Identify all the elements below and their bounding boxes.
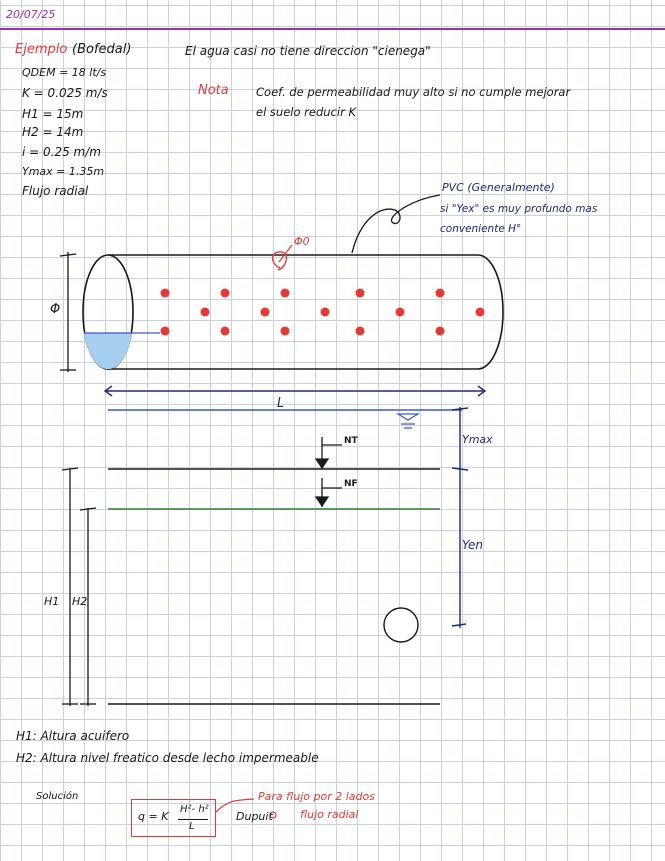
pipe [82,254,504,370]
example-title: Ejemplo [15,42,68,57]
date: 20/07/25 [6,8,56,21]
perforation [220,288,230,298]
nf-arrow [314,478,342,508]
length-dimension [103,385,487,397]
note-line-1: Coef. de permeabilidad muy alto si no cu… [256,85,571,99]
perforation [220,326,230,336]
hole-diameter-label: Φ0 [294,235,310,248]
annotation-radial: flujo radial [300,808,359,821]
nt-label: NT [344,436,358,446]
h2-dimension [79,507,97,706]
diameter-label: Φ [50,302,61,317]
formula-fraction-bar [178,819,208,820]
ymax-yen-dimension [451,407,469,628]
h2-label: H2 [72,595,88,608]
perforation [280,288,290,298]
ymax-label: Ymax [462,433,493,446]
definition-h2: H2: Altura nivel freatico desde lecho im… [16,751,319,765]
formula-method: Dupuit [236,810,273,823]
note-line-2: el suelo reducir K [256,105,357,119]
formula-numerator: H²- h² [180,804,209,815]
annotation-two-sides: Para flujo por 2 lados [258,790,375,803]
solution-label: Solución [36,791,79,802]
hole-callout [272,251,288,271]
perforation [260,307,270,317]
given-ymax: Ymax = 1.35m [22,165,105,178]
given-h1: H1 = 15m [22,107,84,121]
nf-label: NF [344,479,358,489]
perforations [160,288,485,336]
nt-arrow [314,437,342,470]
perforation [160,288,170,298]
h1-dimension [61,467,79,706]
perforation [160,326,170,336]
formula-box [131,799,216,837]
h1-label: H1 [44,595,60,608]
given-flow: Flujo radial [22,184,89,198]
pipe-note-line-3: conveniente H° [440,223,522,235]
perforation [355,326,365,336]
drain-section-circle [383,607,419,643]
length-label: L [277,396,285,411]
pipe-note-leader [351,194,441,254]
given-k: K = 0.025 m/s [22,86,108,100]
perforation [320,307,330,317]
example-remark: El agua casi no tiene direccion "cienega… [185,44,431,58]
water-fill [84,333,132,370]
page-margin-line [0,28,665,30]
given-h2: H2 = 14m [22,125,84,139]
perforation [435,326,445,336]
annotation-leader-1 [215,798,255,813]
perforation [200,307,210,317]
water-table-symbol [395,413,421,429]
perforation [355,288,365,298]
definition-h1: H1: Altura acuifero [16,729,130,743]
perforation [280,326,290,336]
diameter-dimension [59,252,77,372]
annotation-bullet [269,811,277,819]
pipe-note-line-1: PVC (Generalmente) [442,181,555,194]
pipe-note-line-2: si "Yex" es muy profundo mas [440,203,598,215]
given-qdem: QDEM = 18 lt/s [22,66,107,79]
note-label: Nota [198,83,229,98]
formula-denominator: L [189,821,195,832]
example-type: (Bofedal) [72,42,132,57]
given-i: i = 0.25 m/m [22,145,101,159]
perforation [395,307,405,317]
perforation [475,307,485,317]
yen-label: Yen [462,538,483,552]
formula-lhs: q = K [138,810,169,823]
perforation [435,288,445,298]
